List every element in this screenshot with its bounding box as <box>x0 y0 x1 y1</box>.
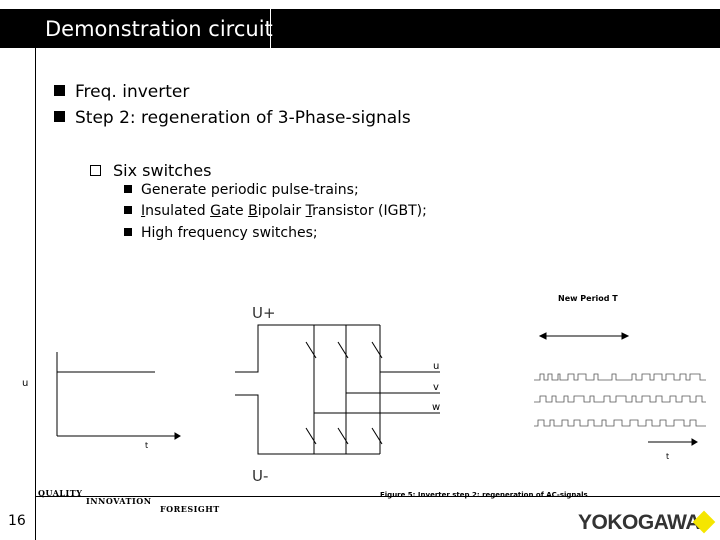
footer-rule <box>36 496 720 497</box>
u-plus-label: U+ <box>252 304 276 322</box>
bullet-six-switches: Six switches <box>90 161 211 180</box>
period-arrow <box>538 332 630 340</box>
pwm-trace-v <box>534 395 706 403</box>
top-rail <box>235 324 380 373</box>
bullet-high-frequency: High frequency switches; <box>124 225 318 241</box>
page-number: 16 <box>8 513 26 529</box>
new-period-label: New Period T <box>558 294 618 303</box>
quality-tag: QUALITY <box>38 488 83 498</box>
title-box <box>36 9 271 48</box>
square-bullet-icon <box>124 228 132 236</box>
square-bullet-icon <box>124 206 132 214</box>
square-bullet-icon <box>54 111 65 122</box>
switch-icon <box>371 427 383 445</box>
pwm-signals <box>534 373 706 427</box>
left-rule <box>35 48 36 540</box>
square-bullet-icon <box>54 85 65 96</box>
right-time-axis <box>648 438 698 446</box>
phase-v-label: v <box>433 382 439 393</box>
switch-bridge <box>235 324 440 455</box>
bullet-step2: Step 2: regeneration of 3-Phase-signals <box>54 108 411 128</box>
figure-caption: Figure 5: Inverter step 2: regeneration … <box>380 491 588 499</box>
switch-icon <box>371 341 383 359</box>
slide-title: Demonstration circuit <box>45 17 273 41</box>
foresight-tag: FORESIGHT <box>160 504 220 514</box>
switch-icon <box>305 427 317 445</box>
yokogawa-logo: YOKOGAWA <box>578 511 701 534</box>
u-label: u <box>22 378 28 389</box>
u-minus-label: U- <box>252 467 268 485</box>
bullet-pulse-trains: Generate periodic pulse-trains; <box>124 182 359 198</box>
phase-w-label: w <box>432 402 440 413</box>
innovation-tag: INNOVATION <box>86 496 152 506</box>
pwm-trace-u <box>534 373 706 381</box>
dc-input-graph <box>56 352 181 440</box>
phase-u-label: u <box>433 361 439 372</box>
switch-icon <box>305 341 317 359</box>
switch-icon <box>337 427 349 445</box>
square-bullet-icon <box>124 185 132 193</box>
bottom-rail <box>235 394 380 455</box>
bullet-igbt: Insulated Gate Bipolair Transistor (IGBT… <box>124 203 427 219</box>
hollow-square-bullet-icon <box>90 165 101 176</box>
t-axis-arrow-icon <box>691 438 698 446</box>
t-label-right: t <box>666 452 669 461</box>
t-axis-arrow-icon <box>174 432 181 440</box>
t-label-left: t <box>145 441 148 450</box>
bullet-freq-inverter: Freq. inverter <box>54 82 189 102</box>
switch-icon <box>337 341 349 359</box>
pwm-trace-w <box>534 419 706 427</box>
title-bar: Demonstration circuit <box>0 9 720 48</box>
